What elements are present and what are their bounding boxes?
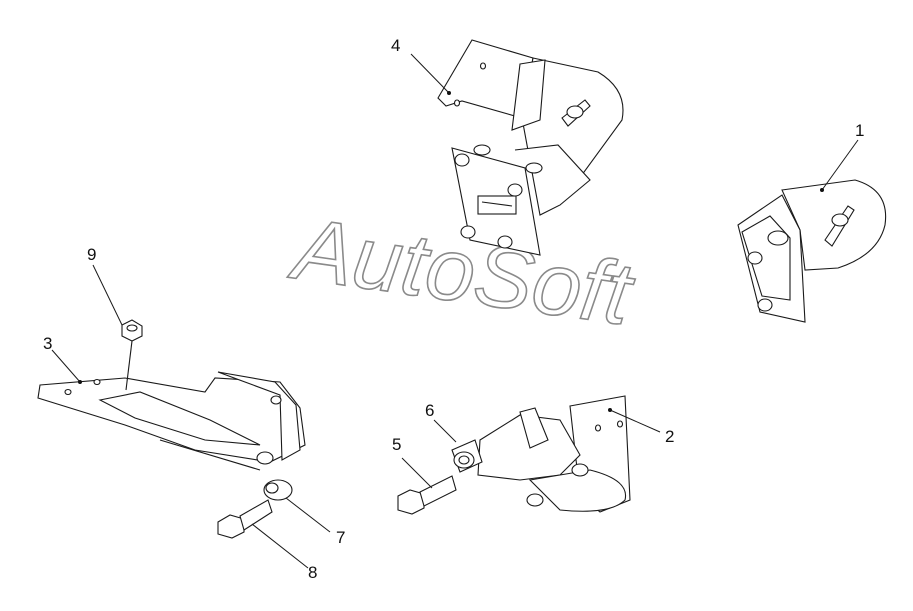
part-3-bracket (37, 371, 306, 471)
callout-8: 8 (308, 563, 317, 582)
watermark-text: AutoSoft (284, 198, 641, 344)
callout-3: 3 (43, 334, 52, 353)
callout-5: 5 (392, 435, 401, 454)
callout-6: 6 (425, 401, 434, 420)
watermark: AutoSoft (283, 197, 641, 345)
callout-7: 7 (336, 528, 345, 547)
callout-4: 4 (391, 36, 400, 55)
callout-9: 9 (87, 245, 96, 264)
part-9-nut (121, 319, 143, 391)
part-8-bolt (217, 499, 273, 539)
callout-1: 1 (855, 121, 864, 140)
leader-lines (51, 53, 859, 569)
callout-2: 2 (665, 427, 674, 446)
part-5-bolt (397, 475, 457, 515)
part-7-washer (263, 479, 293, 501)
callouts: 4 1 9 3 2 6 5 7 8 (43, 36, 864, 582)
part-1-bracket (737, 179, 887, 323)
part-2-bracket (477, 395, 631, 513)
part-4-bracket (437, 39, 624, 256)
part-6-spacer (451, 439, 483, 473)
